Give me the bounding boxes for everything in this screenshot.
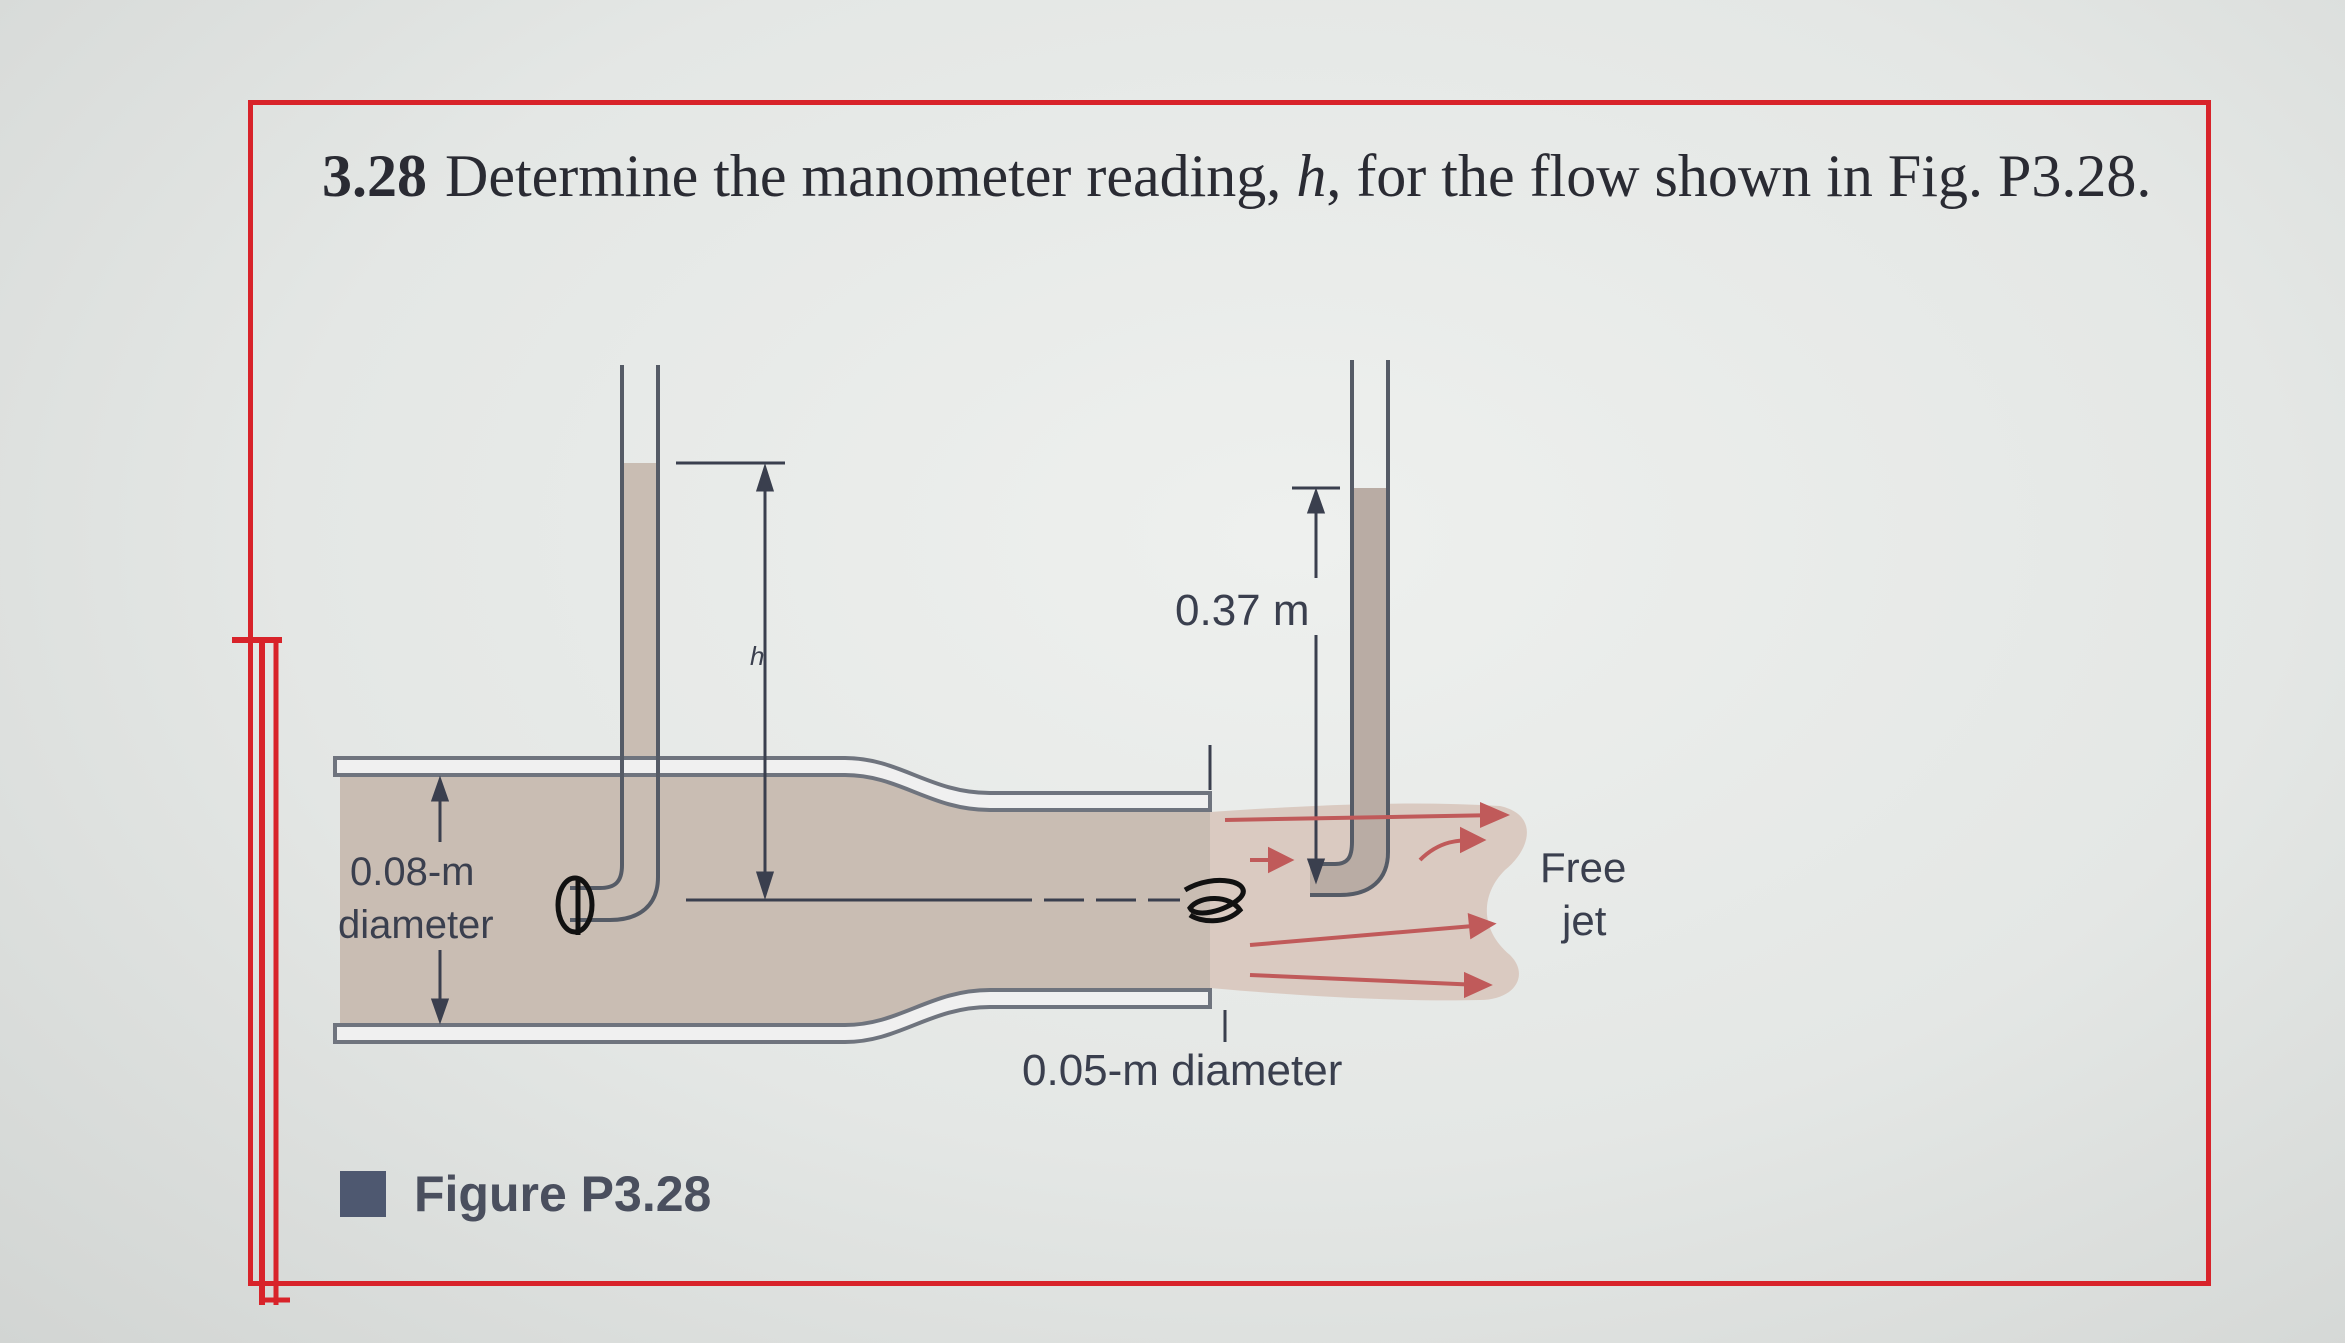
point-1-marker [555,875,595,935]
pipe-walls [333,756,1212,1044]
dimension-037 [1292,486,1340,885]
problem-number: 3.28 [322,143,427,209]
label-free: Free [1540,844,1626,891]
problem-text-1: Determine the manometer reading, [445,143,1297,209]
upstream-manometer-tube [570,365,660,922]
downstream-manometer-fluid [1310,488,1386,893]
problem-statement: 3.28 Determine the manometer reading, h, … [322,138,2182,214]
upstream-manometer-fluid [570,463,656,918]
dimension-005 [1208,745,1227,1042]
problem-text-2: , for the flow shown in Fig. P3.28. [1326,143,2152,209]
caption-text: Figure P3.28 [414,1166,712,1222]
label-008-line2: diameter [338,903,494,947]
caption-square-icon [340,1171,386,1217]
label-008-line1: 0.08-m [350,850,475,894]
downstream-manometer-tube [1310,360,1390,897]
figure-caption: Figure P3.28 [340,1165,711,1223]
point-2-marker [1183,877,1246,924]
flow-arrows [1224,801,1511,999]
label-h: h [750,641,764,671]
free-jet [1210,803,1527,1001]
label-jet: jet [1560,897,1607,944]
label-005: 0.05-m diameter [1022,1046,1342,1095]
dimension-008 [430,775,450,1025]
label-037: 0.37 m [1175,586,1310,635]
highlight-frame [248,100,2211,1286]
problem-variable-h: h [1296,143,1327,209]
h-dimension [676,461,1180,902]
